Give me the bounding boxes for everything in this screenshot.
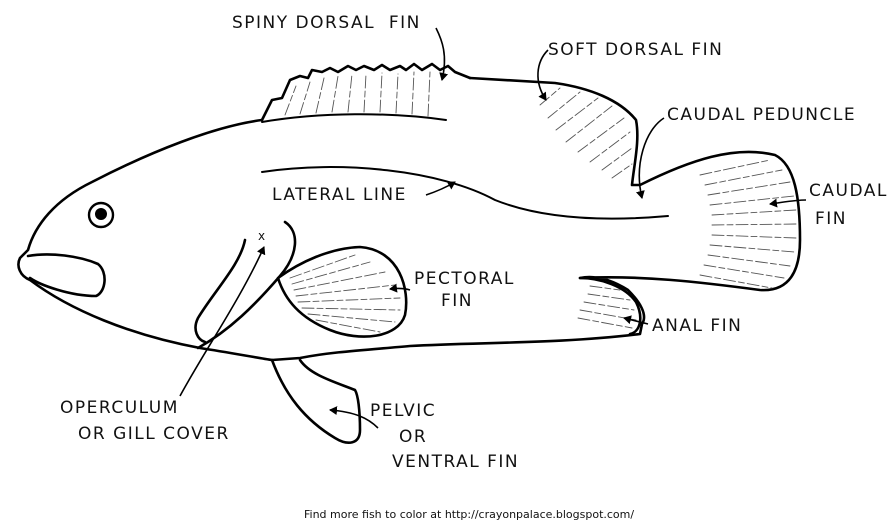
arrow-pectoral-fin [389, 283, 411, 293]
fish-eye-outer [87, 201, 115, 229]
label-caudal-peduncle: CAUDAL PEDUNCLE [667, 105, 856, 125]
arrow-caudal-peduncle [635, 117, 665, 199]
gill-cover-outline [194, 238, 247, 344]
label-pectoral-fin-line1: PECTORAL [414, 269, 515, 289]
arrow-lateral-line [425, 181, 456, 196]
label-soft-dorsal-fin: SOFT DORSAL FIN [548, 40, 723, 60]
label-pectoral-fin-line2: FIN [441, 291, 473, 311]
arrow-operculum [179, 246, 266, 397]
label-pelvic-line3: VENTRAL FIN [392, 452, 519, 472]
label-pelvic-line2: OR [399, 427, 427, 447]
pelvic-fin-outline [270, 358, 362, 444]
soft-dorsal-fin-rays [539, 87, 633, 179]
label-caudal-fin-line1: CAUDAL [809, 181, 888, 201]
label-pelvic-line1: PELVIC [370, 401, 436, 421]
label-lateral-line: LATERAL LINE [272, 185, 407, 205]
arrow-caudal-fin [769, 198, 807, 208]
anal-fin-outline [578, 276, 642, 336]
label-operculum-line1: OPERCULUM [60, 398, 179, 418]
label-caudal-fin-line2: FIN [815, 209, 847, 229]
lateral-line-curve [261, 166, 669, 220]
fish-mouth [26, 253, 106, 298]
footer-text[interactable]: Find more fish to color at http://crayon… [304, 508, 634, 521]
arrow-anal-fin [623, 315, 649, 325]
fish-body-outline [17, 76, 802, 362]
fish-eye-pupil [95, 208, 107, 220]
label-operculum-line2: OR GILL COVER [78, 424, 230, 444]
label-spiny-dorsal-fin: SPINY DORSAL FIN [232, 13, 421, 33]
spiny-dorsal-fin-outline [260, 62, 472, 122]
label-anal-fin: ANAL FIN [652, 316, 742, 336]
anal-fin-rays [577, 285, 637, 329]
arrow-soft-dorsal [537, 49, 549, 101]
gill-mark: x [258, 229, 265, 243]
arrow-pelvic-fin [329, 406, 379, 429]
spiny-dorsal-fin-rays [284, 71, 431, 117]
pectoral-fin-rays [289, 254, 401, 333]
caudal-fin-rays [699, 159, 797, 289]
arrow-spiny-dorsal [435, 27, 449, 81]
pectoral-fin-outline [276, 245, 408, 338]
dorsal-fin-base [261, 113, 447, 123]
